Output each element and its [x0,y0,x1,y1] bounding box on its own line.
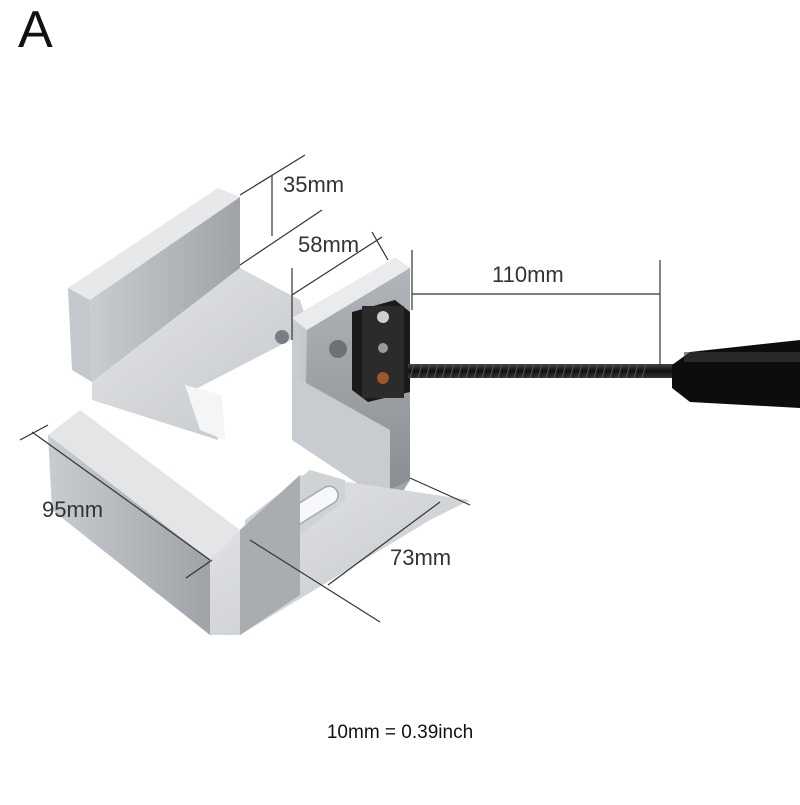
variant-letter: A [18,1,53,59]
dimension-jaw-label: 58mm [298,232,359,257]
threaded-rod [408,363,688,379]
screw-icon [378,343,388,353]
clamp-body [48,188,470,635]
dimension-length-label: 95mm [42,497,103,522]
dimension-screw-label: 110mm [492,262,564,287]
dimension-height-label: 35mm [283,172,344,197]
dimension-lines [19,154,661,623]
jaw-pad [352,300,410,402]
handle [672,340,800,408]
dimension-width-label: 73mm [390,545,451,570]
unit-conversion-note: 10mm = 0.39inch [326,722,474,743]
screw-icon [377,311,389,323]
screw-icon [377,372,389,384]
